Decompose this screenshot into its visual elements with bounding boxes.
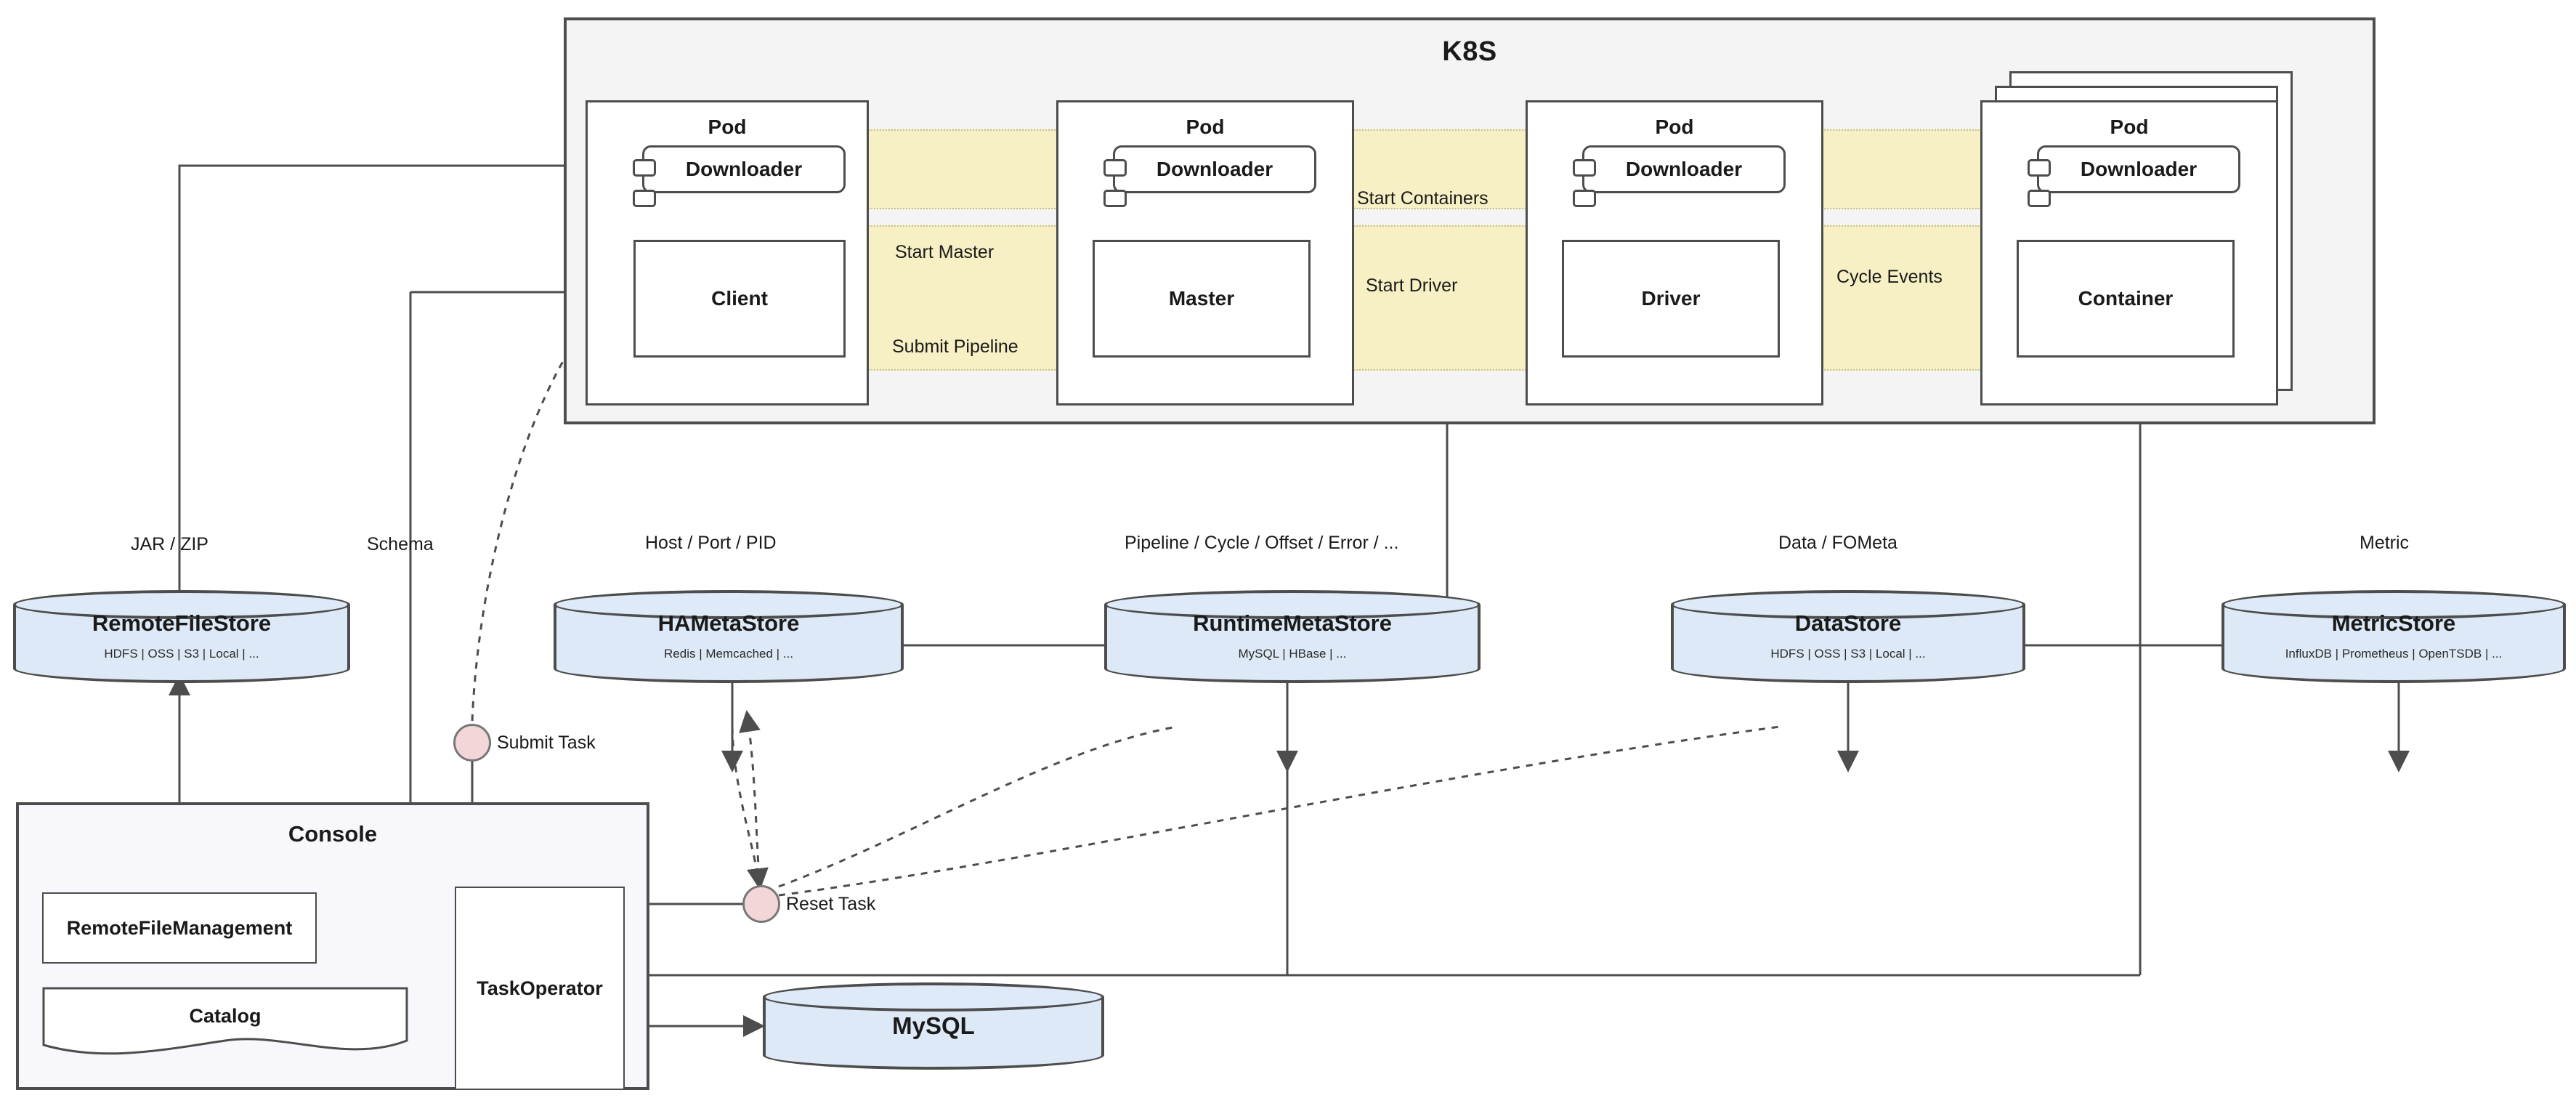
connector-tab-icon bbox=[1103, 190, 1127, 207]
store-hametastore[interactable]: HAMetaStore Redis | Memcached | ... bbox=[554, 590, 904, 683]
store-backends: Redis | Memcached | ... bbox=[664, 647, 793, 661]
workload-label: Container bbox=[2078, 287, 2174, 310]
catalog-label: Catalog bbox=[189, 1004, 262, 1027]
downloader-label: Downloader bbox=[685, 158, 803, 180]
workload-client[interactable]: Client bbox=[633, 240, 846, 358]
store-mysql[interactable]: MySQL bbox=[763, 982, 1104, 1070]
console-title: Console bbox=[288, 821, 378, 847]
remote-file-management-box[interactable]: RemoteFileManagement bbox=[42, 892, 317, 964]
store-backends: HDFS | OSS | S3 | Local | ... bbox=[1770, 647, 1926, 661]
workload-master[interactable]: Master bbox=[1093, 240, 1311, 358]
connector-tab-icon bbox=[2028, 159, 2051, 177]
label-data-fometa: Data / FOMeta bbox=[1778, 533, 1897, 553]
event-submit-task[interactable] bbox=[453, 724, 491, 762]
store-datastore[interactable]: DataStore HDFS | OSS | S3 | Local | ... bbox=[1671, 590, 2025, 683]
store-name: DataStore bbox=[1794, 610, 1902, 636]
label-submit-pipeline: Submit Pipeline bbox=[892, 336, 1018, 357]
downloader-label: Downloader bbox=[1625, 158, 1743, 180]
cylinder-top bbox=[554, 590, 904, 619]
k8s-title: K8S bbox=[1442, 36, 1497, 67]
store-name: HAMetaStore bbox=[657, 610, 800, 636]
cylinder-top bbox=[763, 982, 1104, 1012]
store-remotefilestore[interactable]: RemoteFileStore HDFS | OSS | S3 | Local … bbox=[13, 590, 350, 683]
task-operator-box[interactable]: TaskOperator bbox=[455, 887, 625, 1090]
event-reset-task-label: Reset Task bbox=[786, 894, 876, 914]
workload-label: Master bbox=[1168, 287, 1235, 310]
pod-label: Pod bbox=[2110, 116, 2149, 138]
label-start-driver: Start Driver bbox=[1366, 275, 1458, 296]
label-start-containers: Start Containers bbox=[1357, 188, 1489, 209]
store-name: MetricStore bbox=[2331, 610, 2456, 636]
store-runtimemetastore[interactable]: RuntimeMetaStore MySQL | HBase | ... bbox=[1104, 590, 1481, 683]
cylinder-top bbox=[2221, 590, 2566, 619]
downloader-label: Downloader bbox=[2080, 158, 2198, 180]
workload-container[interactable]: Container bbox=[2017, 240, 2235, 358]
pod-label: Pod bbox=[1655, 116, 1694, 138]
workload-driver[interactable]: Driver bbox=[1562, 240, 1780, 358]
remote-file-management-label: RemoteFileManagement bbox=[66, 916, 293, 939]
downloader-master[interactable]: Downloader bbox=[1103, 145, 1316, 207]
task-operator-label: TaskOperator bbox=[477, 977, 603, 999]
store-backends: InfluxDB | Prometheus | OpenTSDB | ... bbox=[2285, 647, 2503, 661]
downloader-label: Downloader bbox=[1156, 158, 1273, 180]
store-name: RemoteFileStore bbox=[92, 610, 272, 636]
catalog-doc[interactable]: Catalog bbox=[42, 987, 408, 1055]
store-backends: HDFS | OSS | S3 | Local | ... bbox=[104, 647, 259, 661]
label-pipeline-cycle: Pipeline / Cycle / Offset / Error / ... bbox=[1125, 533, 1399, 553]
store-backends: MySQL | HBase | ... bbox=[1238, 647, 1347, 661]
connector-tab-icon bbox=[1573, 190, 1596, 207]
downloader-driver[interactable]: Downloader bbox=[1573, 145, 1786, 207]
store-name: MySQL bbox=[892, 1012, 975, 1039]
label-start-master: Start Master bbox=[895, 242, 995, 262]
workload-label: Driver bbox=[1641, 287, 1701, 310]
pod-label: Pod bbox=[708, 116, 747, 138]
connector-tab-icon bbox=[2028, 190, 2051, 207]
label-host-port-pid: Host / Port / PID bbox=[645, 533, 777, 553]
pod-label: Pod bbox=[1186, 116, 1225, 138]
cylinder-top bbox=[1104, 590, 1481, 619]
store-metricstore[interactable]: MetricStore InfluxDB | Prometheus | Open… bbox=[2221, 590, 2566, 683]
downloader-client[interactable]: Downloader bbox=[633, 145, 846, 207]
connector-tab-icon bbox=[1573, 159, 1596, 177]
connector-tab-icon bbox=[1103, 159, 1127, 177]
catalog-shape-icon bbox=[42, 987, 408, 1055]
cylinder-top bbox=[13, 590, 350, 619]
connector-tab-icon bbox=[633, 159, 656, 177]
label-cycle-events: Cycle Events bbox=[1836, 267, 1943, 287]
connector-tab-icon bbox=[633, 190, 656, 207]
workload-label: Client bbox=[711, 287, 768, 310]
label-metric: Metric bbox=[2360, 533, 2410, 553]
label-jar-zip: JAR / ZIP bbox=[131, 534, 208, 554]
store-name: RuntimeMetaStore bbox=[1193, 610, 1392, 636]
event-reset-task[interactable] bbox=[742, 885, 780, 923]
event-submit-task-label: Submit Task bbox=[497, 732, 596, 753]
cylinder-top bbox=[1671, 590, 2025, 619]
label-schema: Schema bbox=[367, 534, 434, 554]
downloader-container[interactable]: Downloader bbox=[2028, 145, 2240, 207]
